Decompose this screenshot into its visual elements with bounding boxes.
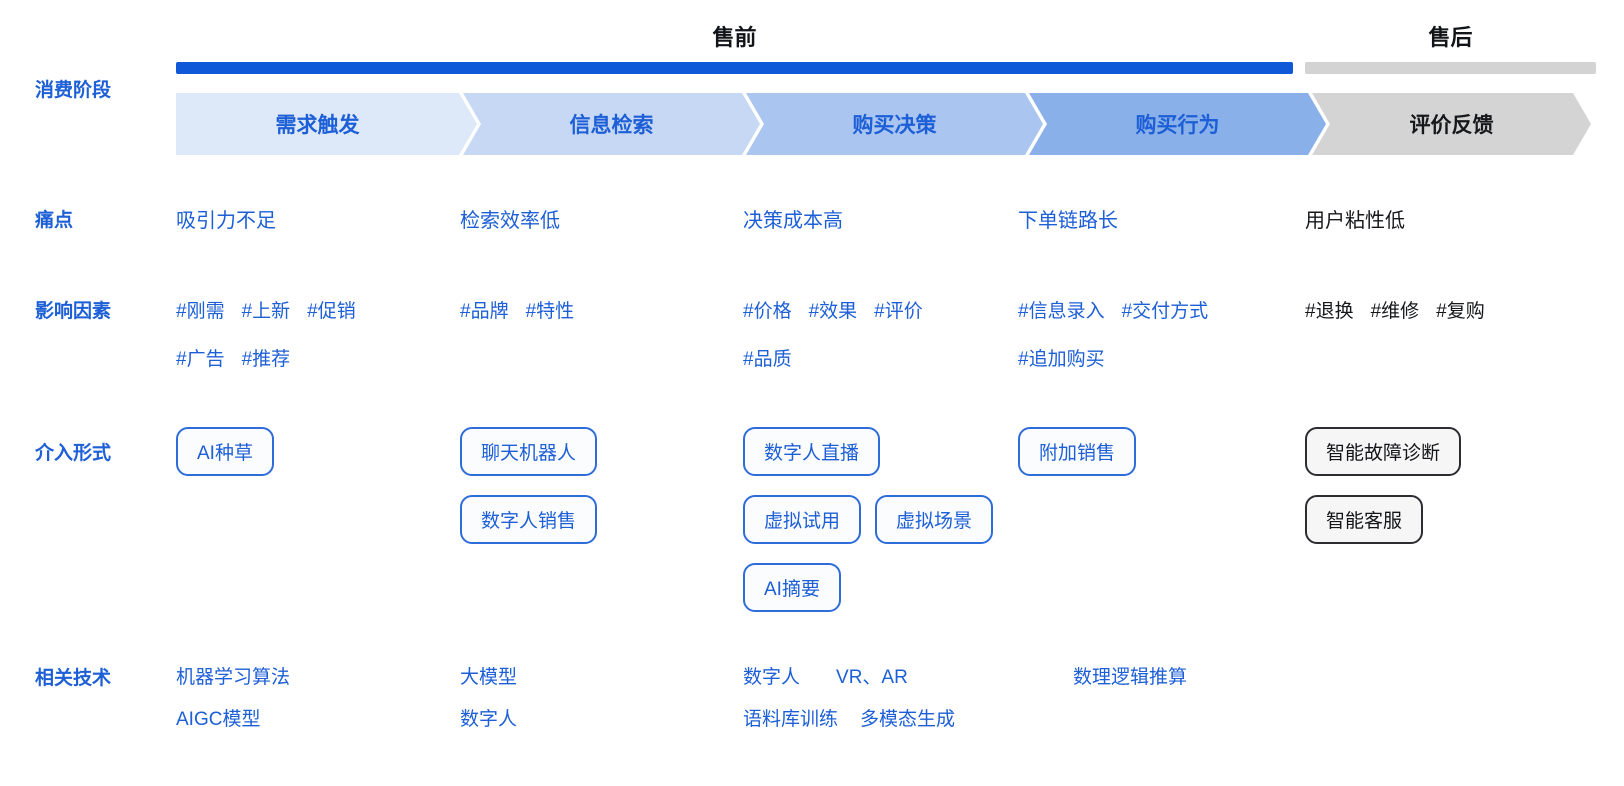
tech-item: VR、AR	[836, 667, 908, 688]
factor-tags-purchase-decision: #价格 #效果 #评价	[743, 296, 923, 323]
intervention-row: 数字人销售	[460, 495, 598, 544]
factor-tag: #效果	[808, 301, 858, 322]
factor-tags-purchase-behavior-line2: #追加购买	[1018, 344, 1105, 371]
factor-tag: #特性	[525, 301, 575, 322]
tech-item: 多模态生成	[860, 709, 956, 730]
aftersale-phase-bar	[1305, 62, 1596, 74]
chip-chatbot[interactable]: 聊天机器人	[460, 427, 598, 476]
chip-smart-customer-service[interactable]: 智能客服	[1305, 495, 1424, 544]
intervention-row: 智能故障诊断	[1305, 427, 1462, 476]
row-label-influencing-factors: 影响因素	[35, 301, 112, 322]
tech-item: 数字人	[743, 667, 801, 688]
factor-tags-purchase-decision-line2: #品质	[743, 344, 792, 371]
intervention-row: 附加销售	[1018, 427, 1137, 476]
pain-point-purchase-behavior: 下单链路长	[1018, 210, 1118, 232]
chip-smart-fault-diagnosis[interactable]: 智能故障诊断	[1305, 427, 1462, 476]
tech-demand-trigger-line1: 机器学习算法	[176, 662, 290, 689]
stage-chevron-purchase-decision: 购买决策	[746, 93, 1043, 155]
factor-tag: #促销	[307, 301, 356, 322]
intervention-row: 虚拟试用 虚拟场景	[743, 495, 994, 544]
factor-tag: #交付方式	[1121, 301, 1209, 322]
stage-chevron-purchase-behavior: 购买行为	[1029, 93, 1326, 155]
stage-chevron-feedback: 评价反馈	[1312, 93, 1591, 155]
factor-tag: #复购	[1436, 301, 1485, 322]
tech-item: 机器学习算法	[176, 667, 291, 688]
intervention-row: AI摘要	[743, 563, 841, 612]
tech-purchase-behavior-line1: 数理逻辑推算	[1018, 662, 1187, 689]
factor-tag: #维修	[1370, 301, 1420, 322]
chip-ai-summary[interactable]: AI摘要	[743, 563, 841, 612]
chip-digital-human-livestream[interactable]: 数字人直播	[743, 427, 881, 476]
intervention-row: 智能客服	[1305, 495, 1424, 544]
tech-item: 数理逻辑推算	[1073, 667, 1188, 688]
factor-tag: #品牌	[460, 301, 509, 322]
factor-tag: #品质	[743, 349, 792, 370]
row-label-related-technology: 相关技术	[35, 668, 112, 689]
row-label-consumption-stage: 消费阶段	[35, 80, 112, 101]
pain-point-feedback: 用户粘性低	[1305, 210, 1405, 232]
tech-information-search-line2: 数字人	[460, 704, 517, 731]
tech-item: AIGC模型	[176, 709, 261, 730]
factor-tag: #广告	[176, 349, 225, 370]
pain-point-demand-trigger: 吸引力不足	[176, 210, 276, 232]
stage-chevron-band: 需求触发 信息检索 购买决策 购买行为 评价反馈	[176, 93, 1596, 155]
factor-tags-information-search: #品牌 #特性	[460, 296, 574, 323]
factor-tag: #刚需	[176, 301, 225, 322]
pain-point-information-search: 检索效率低	[460, 210, 560, 232]
factor-tag: #价格	[743, 301, 792, 322]
intervention-row: 聊天机器人	[460, 427, 598, 476]
row-label-intervention-forms: 介入形式	[35, 443, 112, 464]
factor-tags-feedback: #退换 #维修 #复购	[1305, 296, 1485, 323]
row-label-pain-points: 痛点	[35, 210, 74, 231]
intervention-row: AI种草	[176, 427, 274, 476]
tech-item: 大模型	[460, 667, 518, 688]
chip-ai-seeding[interactable]: AI种草	[176, 427, 274, 476]
tech-demand-trigger-line2: AIGC模型	[176, 704, 260, 731]
chip-upselling[interactable]: 附加销售	[1018, 427, 1137, 476]
factor-tag: #推荐	[241, 349, 291, 370]
factor-tags-demand-trigger: #刚需 #上新 #促销	[176, 296, 356, 323]
factor-tag: #信息录入	[1018, 301, 1105, 322]
tech-purchase-decision-line1: 数字人 VR、AR	[743, 662, 908, 689]
chip-virtual-trial[interactable]: 虚拟试用	[743, 495, 862, 544]
factor-tag: #追加购买	[1018, 349, 1105, 370]
factor-tags-purchase-behavior: #信息录入 #交付方式	[1018, 296, 1208, 323]
stage-chevron-information-search: 信息检索	[463, 93, 760, 155]
phase-label-presale: 售前	[712, 25, 757, 50]
tech-purchase-decision-line2: 语料库训练 多模态生成	[743, 704, 955, 731]
factor-tags-demand-trigger-line2: #广告 #推荐	[176, 344, 290, 371]
factor-tag: #上新	[241, 301, 291, 322]
intervention-row: 数字人直播	[743, 427, 881, 476]
presale-phase-bar	[176, 62, 1293, 74]
tech-item: 数字人	[460, 709, 518, 730]
factor-tag: #评价	[874, 301, 923, 322]
tech-information-search-line1: 大模型	[460, 662, 517, 689]
pain-point-purchase-decision: 决策成本高	[743, 210, 843, 232]
tech-item: 语料库训练	[743, 709, 839, 730]
factor-tag: #退换	[1305, 301, 1354, 322]
phase-label-aftersale: 售后	[1428, 25, 1473, 50]
chip-digital-human-sales[interactable]: 数字人销售	[460, 495, 598, 544]
stage-chevron-demand-trigger: 需求触发	[176, 93, 477, 155]
chip-virtual-scene[interactable]: 虚拟场景	[875, 495, 994, 544]
